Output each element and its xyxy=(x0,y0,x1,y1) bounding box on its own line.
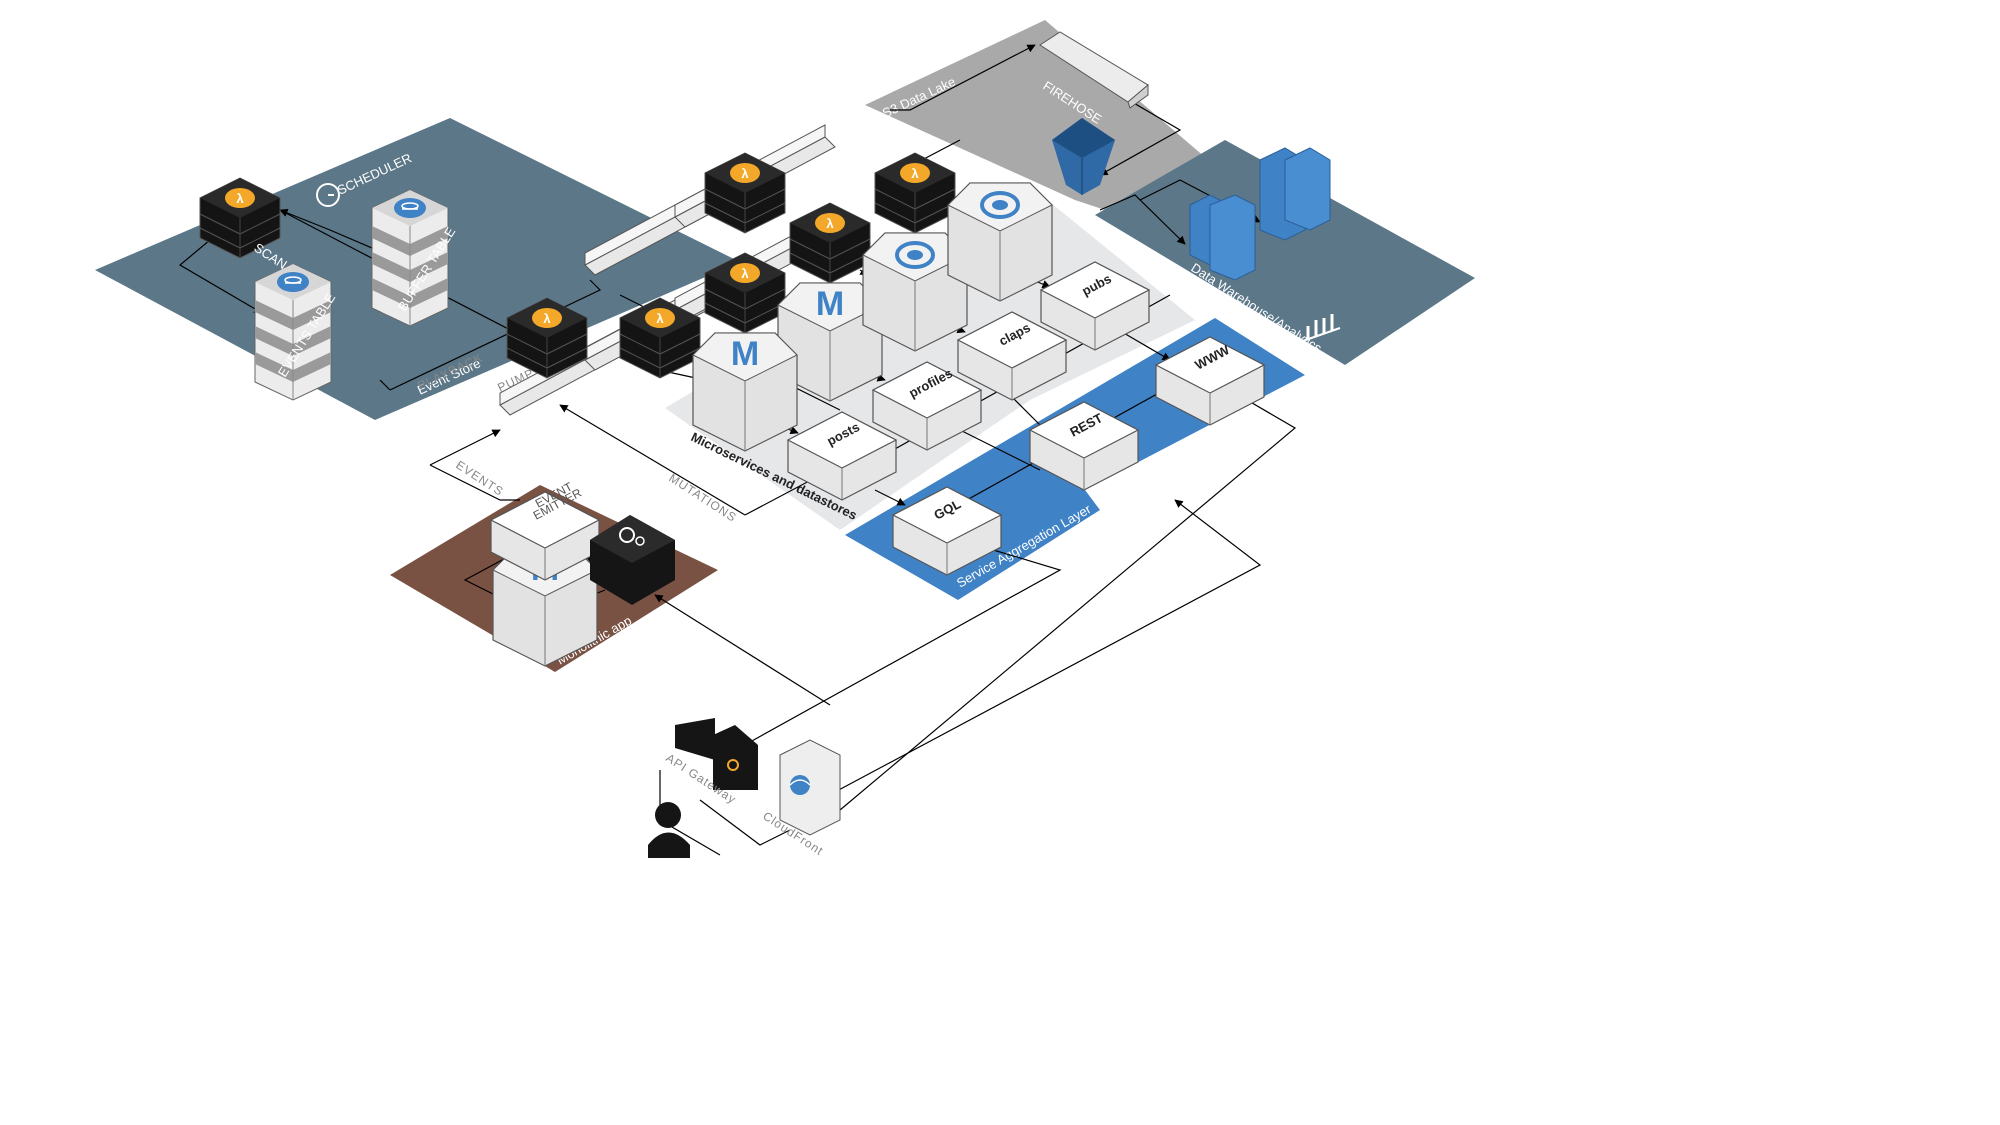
clock-icon xyxy=(316,183,340,207)
globe-icon xyxy=(789,775,811,795)
gear-icon xyxy=(619,527,645,546)
bar-chart-icon xyxy=(1299,314,1341,343)
redshift-icon xyxy=(1189,147,1331,281)
s3-bucket-icon xyxy=(1052,118,1115,195)
gear-icon xyxy=(727,759,739,771)
app-server xyxy=(590,515,675,605)
api-gateway xyxy=(675,718,758,790)
user-icon xyxy=(648,802,690,858)
flow-label-mutations: MUTATIONS xyxy=(666,471,739,525)
flow-label-events: EVENTS xyxy=(453,458,506,499)
cloudfront xyxy=(779,739,841,836)
stream-icon xyxy=(499,31,1149,416)
